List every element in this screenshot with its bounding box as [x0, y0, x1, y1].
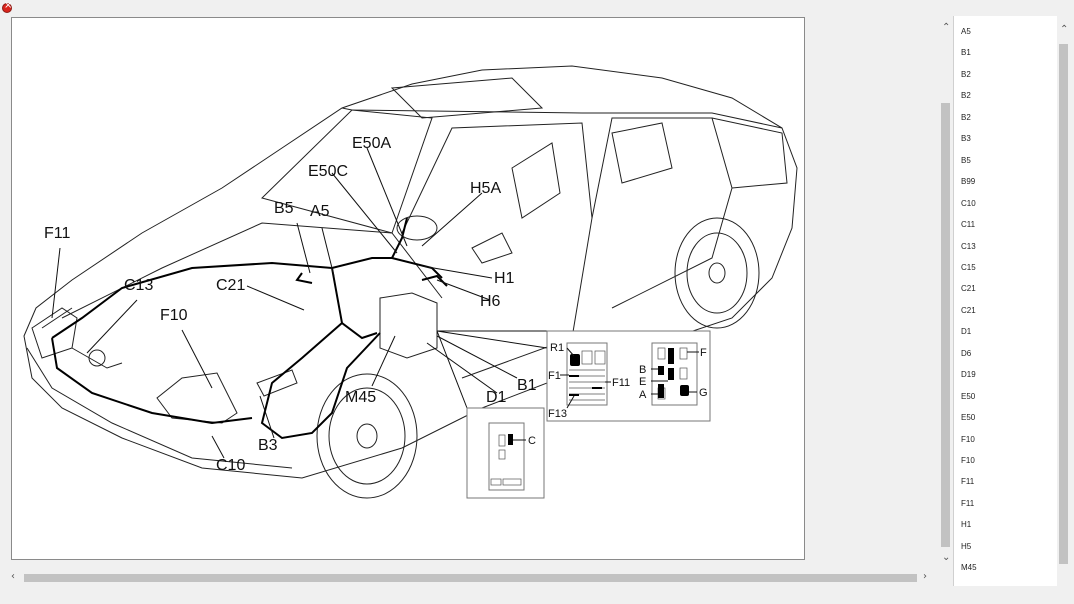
component-list-item[interactable]: B2 — [961, 112, 971, 122]
component-list-item[interactable]: B99 — [961, 177, 976, 187]
fuse-label-F13: F13 — [548, 408, 567, 420]
component-list-item[interactable]: D19 — [961, 370, 976, 380]
fuse-label-A: A — [639, 389, 647, 401]
car-body-outline — [23, 65, 798, 479]
rear-door — [591, 117, 733, 309]
rear-wheel — [674, 217, 760, 329]
diagram-vertical-scroll-thumb[interactable] — [941, 103, 950, 547]
label-C13: C13 — [124, 277, 153, 294]
side-mirror — [471, 232, 513, 264]
diagram-canvas: E50A E50C H5A B5 A5 F11 C13 C21 H1 H6 F1… — [11, 17, 805, 560]
component-list-item[interactable]: C21 — [961, 284, 976, 294]
fuse-label-B: B — [639, 364, 646, 376]
component-list-item[interactable]: B3 — [961, 134, 971, 144]
label-C10: C10 — [216, 457, 245, 474]
hood-line — [61, 222, 443, 319]
wiring-harness — [51, 217, 443, 440]
label-B1: B1 — [517, 377, 537, 394]
headlight-right — [156, 372, 238, 424]
component-list-item[interactable]: C21 — [961, 305, 976, 315]
component-list-item[interactable]: F10 — [961, 456, 975, 465]
roof-line — [341, 107, 783, 129]
car-wiring-diagram: E50A E50C H5A B5 A5 F11 C13 C21 H1 H6 F1… — [23, 65, 798, 499]
component-list-item[interactable]: A5 — [961, 27, 971, 36]
fuse-label-E: E — [639, 376, 646, 388]
component-list-item[interactable]: H1 — [961, 520, 972, 530]
component-list-item[interactable]: B5 — [961, 155, 971, 165]
seat-rear — [611, 122, 673, 184]
component-list-item[interactable]: E50 — [961, 413, 976, 423]
scroll-right-icon[interactable]: › — [923, 571, 927, 582]
component-list-item[interactable]: F10 — [961, 434, 975, 444]
component-list-item[interactable]: C15 — [961, 262, 976, 272]
component-list-item[interactable]: B1 — [961, 48, 971, 58]
component-list-item[interactable]: F11 — [961, 477, 975, 487]
label-H6: H6 — [480, 293, 501, 310]
label-D1: D1 — [486, 389, 507, 406]
label-F11: F11 — [44, 225, 70, 242]
component-list-item[interactable]: B2 — [961, 91, 971, 101]
fuse-label-G: G — [699, 387, 708, 399]
fuse-label-F: F — [700, 347, 707, 359]
component-list-scroll-thumb[interactable] — [1059, 44, 1068, 564]
list-scroll-up-icon[interactable]: ⌃ — [1060, 24, 1069, 35]
component-list-item[interactable]: F11 — [961, 498, 975, 508]
scroll-left-icon[interactable]: ‹ — [11, 571, 15, 582]
title-bar — [0, 0, 1074, 16]
scroll-down-icon[interactable]: ⌄ — [942, 552, 951, 563]
scroll-up-icon[interactable]: ⌃ — [942, 22, 951, 33]
diagram-horizontal-scroll-thumb[interactable] — [24, 574, 917, 582]
label-M45: M45 — [345, 389, 376, 406]
label-F10: F10 — [160, 307, 188, 324]
component-list-item[interactable]: E50 — [961, 391, 976, 401]
component-list-item[interactable]: C11 — [961, 220, 976, 230]
fuse-label-F11: F11 — [612, 377, 630, 389]
grille — [71, 347, 123, 369]
headlight-left — [31, 307, 78, 359]
label-E50C: E50C — [308, 163, 348, 180]
sunroof — [390, 77, 544, 119]
close-icon[interactable] — [2, 0, 12, 13]
label-C21: C21 — [216, 277, 245, 294]
component-list-item[interactable]: M45 — [961, 563, 977, 573]
label-E50A: E50A — [352, 135, 391, 152]
component-list-item[interactable]: D6 — [961, 348, 972, 358]
seat-front — [511, 142, 561, 219]
label-B3: B3 — [258, 437, 278, 454]
fuse-label-F1: F1 — [548, 370, 561, 382]
diagram-horizontal-scrollbar[interactable]: ‹ › — [10, 571, 934, 585]
front-wheel — [316, 373, 418, 499]
bumper — [26, 347, 293, 469]
label-A5: A5 — [310, 203, 330, 220]
component-list-item[interactable]: D1 — [961, 327, 972, 337]
label-B5: B5 — [274, 200, 294, 217]
fuse-label-R1: R1 — [550, 342, 564, 354]
label-H1: H1 — [494, 270, 515, 287]
component-list-item[interactable]: C13 — [961, 241, 976, 251]
diagram-viewer: E50A E50C H5A B5 A5 F11 C13 C21 H1 H6 F1… — [0, 16, 936, 586]
fuse-box — [379, 292, 438, 359]
label-H5A: H5A — [470, 180, 501, 197]
component-list-scrollbar[interactable]: ⌃ — [1057, 16, 1071, 586]
component-list-item[interactable]: C10 — [961, 198, 976, 208]
component-list-item[interactable]: B2 — [961, 69, 971, 79]
fog-lamp — [256, 369, 298, 397]
component-list-item[interactable]: H5 — [961, 541, 972, 551]
fuse-label-C: C — [528, 435, 536, 447]
windshield — [261, 109, 433, 234]
rear-window — [711, 117, 788, 189]
diagram-vertical-scrollbar[interactable]: ⌃ ⌄ — [939, 16, 953, 568]
